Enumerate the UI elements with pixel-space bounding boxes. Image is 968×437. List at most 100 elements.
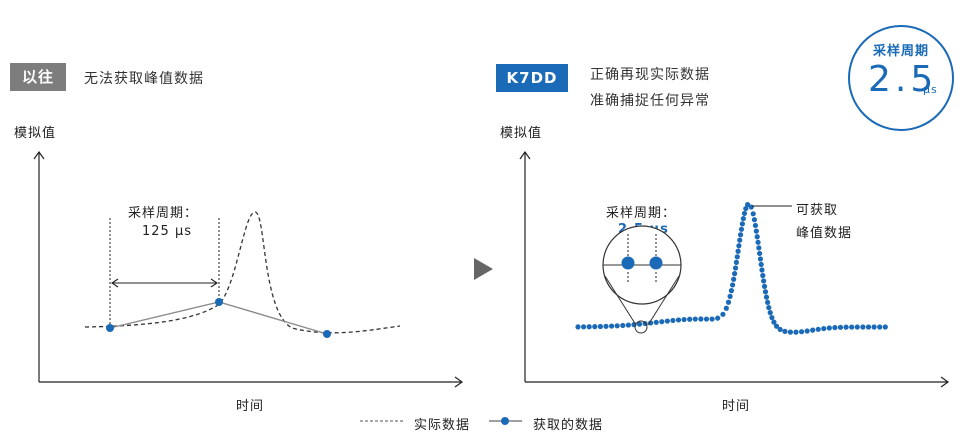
k7dd-sample-point xyxy=(731,276,737,282)
k7dd-sample-point xyxy=(709,316,715,322)
k7dd-sample-point xyxy=(687,316,693,322)
k7dd-sample-point xyxy=(725,299,732,305)
k7dd-sample-point xyxy=(720,311,726,317)
k7dd-sample-point xyxy=(670,317,676,324)
transition-arrow-icon xyxy=(474,258,493,280)
k7dd-y-axis-label: 模拟值 xyxy=(500,126,543,141)
k7dd-sample-point xyxy=(748,204,754,210)
k7dd-sample-point xyxy=(597,323,604,330)
k7dd-sample-point xyxy=(692,316,698,322)
k7dd-sample-point xyxy=(715,315,721,321)
k7dd-sample-point xyxy=(734,254,740,260)
k7dd-sample-point xyxy=(756,245,762,251)
k7dd-sample-point xyxy=(581,324,587,330)
k7dd-sample-point xyxy=(675,317,682,323)
k7dd-sample-point xyxy=(832,324,838,331)
k7dd-sample-points xyxy=(575,201,888,335)
k7dd-sample-point xyxy=(592,324,598,330)
k7dd-sample-point xyxy=(763,294,770,300)
legend-acquired-mark xyxy=(489,417,522,425)
k7dd-sample-point xyxy=(860,324,866,330)
k7dd-sample-point xyxy=(760,272,766,279)
legend-acquired-label: 获取的数据 xyxy=(533,418,604,433)
k7dd-sample-point xyxy=(769,314,775,321)
k7dd-sample-point xyxy=(755,239,761,245)
k7dd-sample-point xyxy=(773,323,780,329)
k7dd-sample-point xyxy=(575,324,581,330)
k7dd-sample-point xyxy=(636,321,643,327)
k7dd-sample-point xyxy=(745,201,751,208)
legacy-sample-point xyxy=(215,298,223,306)
badge-value: 2.5 xyxy=(868,59,938,100)
legend-actual-label: 实际数据 xyxy=(414,418,471,433)
k7dd-sample-point xyxy=(821,325,827,332)
k7dd-sample-point xyxy=(771,319,777,325)
k7dd-sample-point xyxy=(877,324,883,330)
badge-label: 采样周期 xyxy=(872,44,929,59)
k7dd-sample-point xyxy=(664,318,670,324)
k7dd-description-line2: 准确捕捉任何异常 xyxy=(590,93,710,109)
k7dd-sample-point xyxy=(703,316,710,322)
k7dd-sample-point xyxy=(787,329,793,335)
peak-note-line2: 峰值数据 xyxy=(796,226,853,241)
magnifier-source-circle xyxy=(634,320,648,334)
k7dd-sample-point xyxy=(753,228,759,234)
k7dd-sample-point xyxy=(765,299,771,305)
k7dd-sample-point xyxy=(681,316,687,323)
k7dd-sample-point xyxy=(754,234,760,240)
k7dd-sample-point xyxy=(843,324,849,330)
k7dd-sample-point xyxy=(653,319,659,325)
k7dd-sample-point xyxy=(740,215,746,222)
k7dd-sample-point xyxy=(625,322,631,328)
k7dd-sample-point xyxy=(752,222,759,229)
legacy-period-value: 125 μs xyxy=(142,224,192,239)
k7dd-sample-point xyxy=(659,319,665,325)
k7dd-sample-point xyxy=(804,328,810,334)
legacy-period-label: 采样周期： xyxy=(128,206,199,221)
k7dd-sample-point xyxy=(737,232,744,238)
k7dd-sample-point xyxy=(761,278,767,284)
k7dd-sample-point xyxy=(751,217,758,223)
k7dd-sample-point xyxy=(648,320,654,326)
k7dd-sample-point xyxy=(757,256,764,262)
k7dd-sample-point xyxy=(750,211,756,217)
k7dd-sample-point xyxy=(849,324,855,330)
k7dd-sample-point xyxy=(810,327,816,333)
k7dd-sample-point xyxy=(735,248,741,254)
k7dd-sample-point xyxy=(727,293,733,299)
legacy-axes xyxy=(33,150,464,388)
k7dd-sample-point xyxy=(865,324,872,330)
k7dd-sample-point xyxy=(871,324,877,330)
k7dd-sample-point xyxy=(854,324,860,330)
legacy-x-axis-label: 时间 xyxy=(236,399,265,414)
k7dd-sample-point xyxy=(758,261,764,268)
badge-unit: μs xyxy=(923,83,938,96)
k7dd-sample-point xyxy=(732,265,739,271)
k7dd-sample-point xyxy=(759,267,765,273)
k7dd-sample-point xyxy=(882,324,888,330)
k7dd-sample-point xyxy=(723,305,729,311)
k7dd-sample-point xyxy=(698,316,704,322)
k7dd-sample-point xyxy=(738,226,745,232)
k7dd-x-axis-label: 时间 xyxy=(722,399,751,414)
k7dd-sample-point xyxy=(767,310,773,316)
k7dd-sample-point xyxy=(762,289,769,295)
legacy-period-arrow xyxy=(111,278,218,288)
k7dd-sample-point xyxy=(614,323,620,329)
k7dd-sample-point xyxy=(608,323,615,329)
k7dd-sample-point xyxy=(826,325,832,331)
k7dd-sample-point xyxy=(766,304,772,311)
legacy-actual-curve xyxy=(84,211,401,334)
k7dd-sample-point xyxy=(782,328,788,334)
legacy-sample-point xyxy=(323,330,331,338)
legacy-y-axis-label: 模拟值 xyxy=(14,126,57,141)
k7dd-axes xyxy=(519,150,950,388)
k7dd-sample-point xyxy=(737,237,743,243)
k7dd-sample-point xyxy=(733,259,740,265)
k7dd-sample-point xyxy=(586,324,592,330)
k7dd-sample-point xyxy=(761,283,768,289)
k7dd-sample-point xyxy=(793,329,799,335)
peak-note-line1: 可获取 xyxy=(796,203,839,218)
k7dd-sample-point xyxy=(603,323,609,329)
